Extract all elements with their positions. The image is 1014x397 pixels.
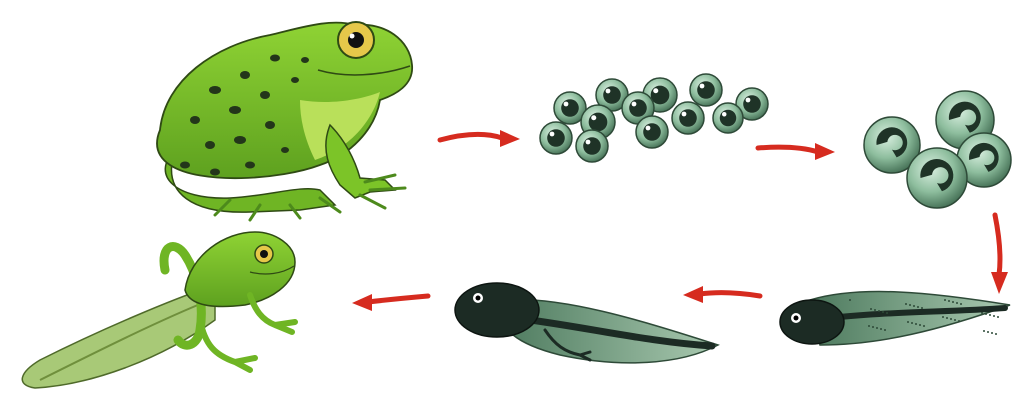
froglet-tail bbox=[22, 285, 215, 388]
egg-4 bbox=[690, 74, 722, 106]
arrow-5 bbox=[352, 294, 428, 311]
egg-10 bbox=[713, 103, 743, 133]
developing-eggs bbox=[864, 91, 1011, 208]
arrow-3 bbox=[991, 215, 1008, 294]
adult-frog-eye-glint bbox=[350, 34, 355, 39]
egg-6 bbox=[540, 122, 572, 154]
arrow-1 bbox=[440, 130, 520, 147]
egg-9 bbox=[672, 102, 704, 134]
arrow-4 bbox=[683, 286, 760, 303]
tadpole-with-legs bbox=[455, 283, 718, 363]
young-tadpole bbox=[780, 292, 1010, 345]
froglet-body bbox=[185, 232, 295, 306]
froglet bbox=[22, 232, 295, 388]
arrow-2 bbox=[758, 143, 835, 160]
young-tadpole-head bbox=[780, 300, 844, 344]
egg-11 bbox=[576, 130, 608, 162]
tadpole-with-legs-head bbox=[455, 283, 539, 337]
egg-12 bbox=[636, 116, 668, 148]
egg-cluster bbox=[540, 74, 768, 162]
adult-frog bbox=[157, 22, 412, 220]
froglet-lower-leg bbox=[200, 320, 255, 370]
developing-egg-4 bbox=[907, 148, 967, 208]
